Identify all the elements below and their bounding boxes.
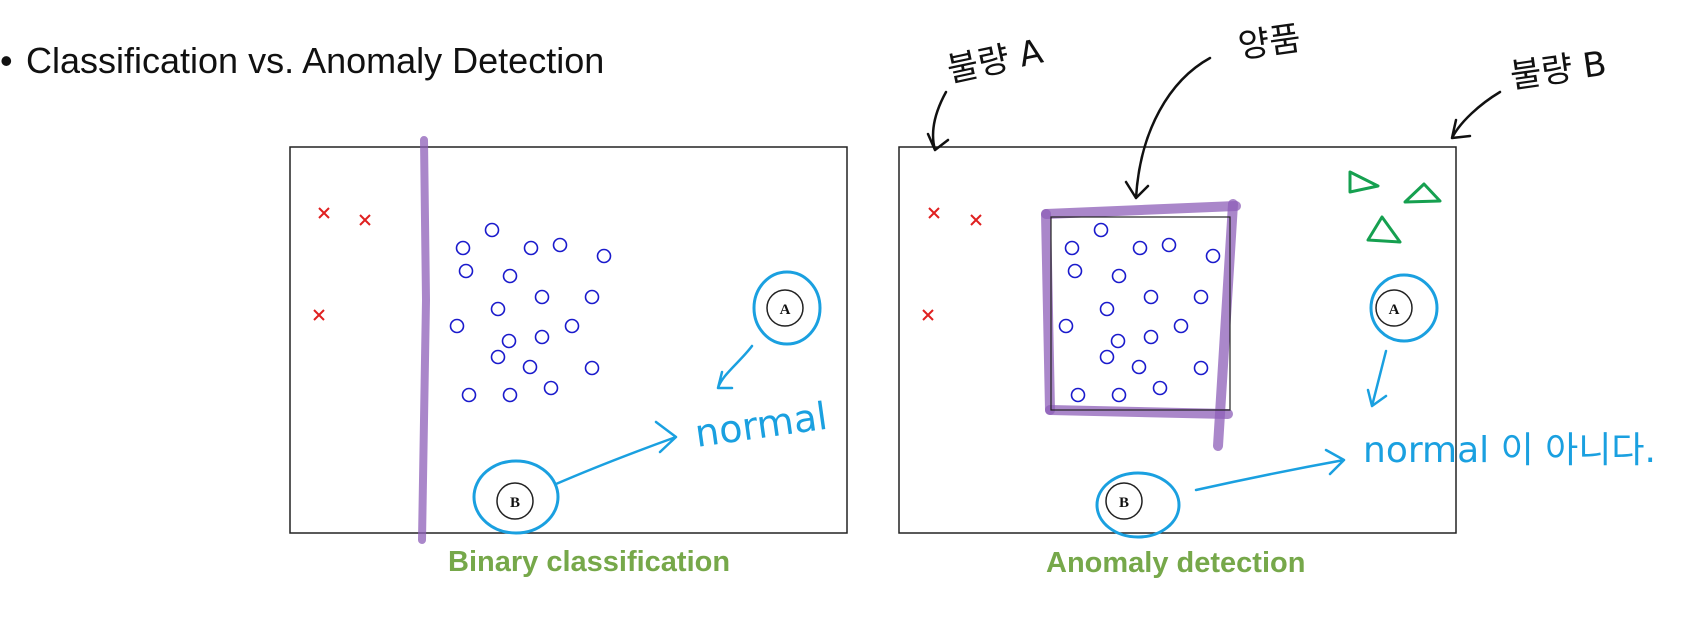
circle-mark bbox=[1111, 387, 1127, 403]
cross-mark bbox=[313, 309, 325, 321]
triangle-mark bbox=[1366, 215, 1402, 244]
circle-mark bbox=[584, 289, 600, 305]
left-anomaly-crosses bbox=[313, 207, 371, 321]
good-product-annotation: 양품 bbox=[1236, 19, 1304, 67]
circle-mark bbox=[522, 359, 538, 375]
point-a-highlight bbox=[752, 270, 822, 346]
circle-mark bbox=[501, 333, 517, 349]
cross-mark bbox=[970, 214, 982, 226]
defect-b-arrow bbox=[1450, 90, 1502, 140]
circle-mark bbox=[1067, 263, 1083, 279]
point-b-label: B bbox=[1119, 495, 1129, 511]
circle-mark bbox=[490, 301, 506, 317]
circle-mark bbox=[1132, 240, 1148, 256]
cross-mark bbox=[318, 207, 330, 219]
slide-title: • Classification vs. Anomaly Detection bbox=[0, 40, 604, 82]
circle-mark bbox=[1064, 240, 1080, 256]
circle-mark bbox=[564, 318, 580, 334]
circle-mark bbox=[1161, 237, 1177, 253]
point-b-arrow bbox=[554, 420, 678, 486]
circle-mark bbox=[1193, 360, 1209, 376]
circle-mark bbox=[1070, 387, 1086, 403]
point-b-arrow bbox=[1194, 448, 1346, 492]
bullet-icon: • bbox=[0, 40, 13, 81]
normal-region-box bbox=[1050, 216, 1231, 411]
circle-mark bbox=[534, 289, 550, 305]
boundary-bottom bbox=[1045, 405, 1233, 419]
circle-mark bbox=[502, 387, 518, 403]
circle-mark bbox=[1143, 329, 1159, 345]
defect-b-triangles bbox=[1348, 170, 1442, 244]
slide-title-text: Classification vs. Anomaly Detection bbox=[26, 40, 605, 81]
point-a-marker bbox=[766, 289, 804, 327]
boundary-top bbox=[1041, 201, 1241, 219]
defect-a-arrow bbox=[926, 90, 950, 152]
cross-mark bbox=[922, 309, 934, 321]
decision-boundary-line bbox=[418, 136, 431, 544]
circle-mark bbox=[1193, 289, 1209, 305]
circle-mark bbox=[455, 240, 471, 256]
right-panel-frame bbox=[898, 146, 1457, 534]
right-panel-caption: Anomaly detection bbox=[1046, 547, 1306, 579]
left-normal-circles bbox=[449, 222, 612, 403]
point-a-highlight bbox=[1369, 273, 1439, 343]
good-product-arrow bbox=[1124, 56, 1212, 200]
circle-mark bbox=[1111, 268, 1127, 284]
right-normal-circles bbox=[1058, 222, 1221, 403]
left-panel: A B normal bbox=[289, 136, 848, 544]
circle-mark bbox=[534, 329, 550, 345]
circle-mark bbox=[596, 248, 612, 264]
circle-mark bbox=[449, 318, 465, 334]
point-b-highlight bbox=[472, 459, 560, 535]
circle-mark bbox=[484, 222, 500, 238]
right-panel: A B normal 이 아니다. 불량 A 양품 불량 B bbox=[898, 19, 1656, 539]
circle-mark bbox=[1173, 318, 1189, 334]
circle-mark bbox=[1143, 289, 1159, 305]
circle-mark bbox=[1152, 380, 1168, 396]
cross-mark bbox=[359, 214, 371, 226]
point-b-marker bbox=[1105, 482, 1143, 520]
circle-mark bbox=[461, 387, 477, 403]
circle-mark bbox=[1131, 359, 1147, 375]
circle-mark bbox=[1058, 318, 1074, 334]
circle-mark bbox=[502, 268, 518, 284]
cross-mark bbox=[928, 207, 940, 219]
right-anomaly-crosses bbox=[922, 207, 982, 321]
circle-mark bbox=[458, 263, 474, 279]
circle-mark bbox=[1099, 301, 1115, 317]
circle-mark bbox=[1110, 333, 1126, 349]
defect-a-annotation: 불량 A bbox=[944, 32, 1047, 91]
circle-mark bbox=[490, 349, 506, 365]
point-a-label: A bbox=[1389, 302, 1400, 318]
circle-mark bbox=[552, 237, 568, 253]
circle-mark bbox=[1093, 222, 1109, 238]
triangle-mark bbox=[1403, 182, 1442, 204]
point-a-arrow bbox=[716, 344, 754, 390]
left-panel-caption: Binary classification bbox=[448, 546, 731, 578]
left-panel-frame bbox=[289, 146, 848, 534]
point-a-label: A bbox=[780, 302, 791, 318]
circle-mark bbox=[523, 240, 539, 256]
point-b-label: B bbox=[510, 495, 520, 511]
point-a-marker bbox=[1375, 289, 1413, 327]
circle-mark bbox=[584, 360, 600, 376]
not-normal-annotation: normal 이 아니다. bbox=[1363, 430, 1656, 471]
defect-b-annotation: 불량 B bbox=[1508, 44, 1609, 97]
triangle-mark bbox=[1348, 170, 1380, 194]
circle-mark bbox=[543, 380, 559, 396]
point-b-marker bbox=[496, 482, 534, 520]
circle-mark bbox=[1099, 349, 1115, 365]
point-b-highlight bbox=[1095, 471, 1181, 539]
circle-mark bbox=[1205, 248, 1221, 264]
boundary-left bbox=[1041, 209, 1055, 415]
normal-annotation: normal bbox=[692, 394, 830, 456]
point-a-arrow bbox=[1366, 349, 1388, 408]
